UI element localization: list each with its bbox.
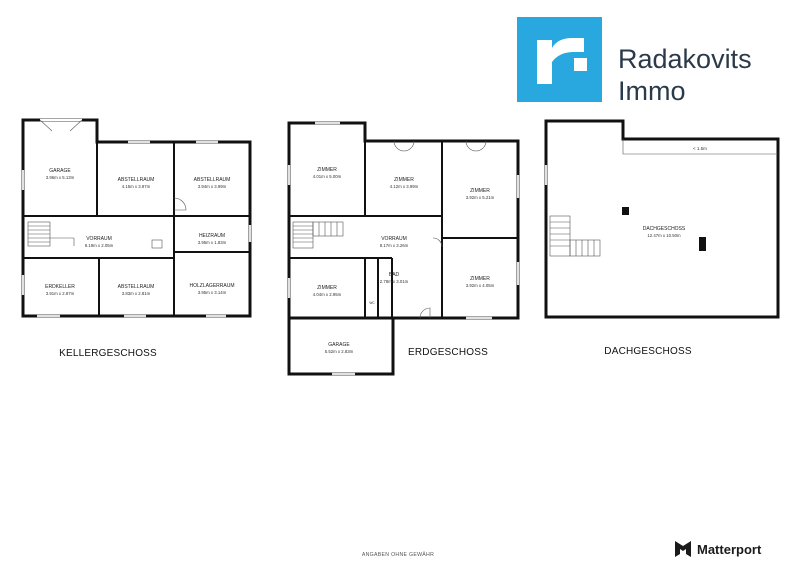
room-name: ERDKELLER: [45, 284, 75, 290]
keller-stairs-icon: [27, 221, 75, 247]
room-dims: 3.95m x 3.14m: [198, 290, 227, 295]
room-name: ABSTELLRAUM: [118, 177, 155, 183]
room-dims: 8.19m x 2.05m: [85, 243, 114, 248]
room-dims: 3.92m x 4.05m: [466, 283, 495, 288]
floor-label-erd: ERDGESCHOSS: [408, 347, 488, 358]
room-name: GARAGE: [328, 342, 350, 348]
room-name: ZIMMER: [470, 188, 490, 194]
dach-stairs-icon: [549, 215, 601, 257]
room-dims: 3.96m x 5.13m: [46, 175, 75, 180]
room-name: VORRAUM: [86, 236, 112, 242]
room-name: DACHGESCHOSS: [643, 226, 686, 232]
floor-erdgeschoss: ZIMMER 4.01m x 5.00m ZIMMER 4.12m x 3.99…: [287, 121, 520, 376]
room-name: ZIMMER: [317, 167, 337, 173]
room-dims: 4.15m x 3.97m: [122, 184, 151, 189]
room-dims: 3.95m x 1.83m: [198, 240, 227, 245]
room-dims: 4.04m x 2.95m: [313, 292, 342, 297]
logo-letter-r-icon: [537, 38, 584, 84]
room-dims: 3.94m x 3.99m: [198, 184, 227, 189]
room-dims: 3.91m x 2.87m: [46, 291, 75, 296]
room-dims: 5.52m x 2.83m: [325, 349, 354, 354]
erd-garage-wall: [287, 316, 395, 376]
room-name: ZIMMER: [394, 177, 414, 183]
room-name: ABSTELLRAUM: [194, 177, 231, 183]
floor-label-dach: DACHGESCHOSS: [604, 346, 692, 357]
floor-dachgeschoss: < 1.5m DACHGESCHOSS 12.47m x 10.50m DACH…: [544, 119, 780, 357]
room-name: ZIMMER: [317, 285, 337, 291]
room-dims: 4.12m x 3.99m: [390, 184, 419, 189]
room-name: ABSTELLRAUM: [118, 284, 155, 290]
logo-accent-icon: [574, 58, 587, 71]
room-dims: 8.17m x 3.26m: [380, 243, 409, 248]
floor-label-keller: KELLERGESCHOSS: [59, 348, 157, 359]
brand-name-line1: Radakovits: [618, 44, 752, 74]
erd-stairs-icon: [292, 221, 344, 249]
room-name: VORRAUM: [381, 236, 407, 242]
matterport-logo-icon: [675, 541, 691, 557]
chimney-icon: [699, 237, 706, 251]
room-dims: 3.83m x 2.81m: [122, 291, 151, 296]
room-dims: 3.92m x 5.21m: [466, 195, 495, 200]
room-name: GARAGE: [49, 168, 71, 174]
chimney-icon: [622, 207, 629, 215]
room-dims: 4.01m x 5.00m: [313, 174, 342, 179]
brand-logo: Radakovits Immo: [517, 17, 752, 106]
logo-square-icon: [517, 17, 602, 102]
room-name: HEIZRAUM: [199, 233, 225, 239]
keller-fixture-icon: [151, 239, 163, 249]
keller-outer-wall: [21, 118, 252, 318]
matterport-logo: Matterport: [675, 541, 762, 557]
room-dims: 2.78m x 3.01m: [380, 279, 409, 284]
room-name: BAD: [389, 272, 400, 278]
room-dims: 12.47m x 10.50m: [647, 233, 681, 238]
disclaimer: ANGABEN OHNE GEWÄHR: [362, 551, 434, 558]
room-name: HOLZLAGERRAUM: [189, 283, 234, 289]
dach-outer-wall: [544, 119, 780, 319]
brand-name-line2: Immo: [618, 76, 686, 106]
room-name: ZIMMER: [470, 276, 490, 282]
room-name-wc: WC: [369, 301, 375, 305]
floor-kellergeschoss: GARAGE 3.96m x 5.13m ABSTELLRAUM 4.15m x…: [21, 118, 252, 359]
height-note: < 1.5m: [693, 146, 707, 151]
matterport-name: Matterport: [697, 542, 762, 557]
